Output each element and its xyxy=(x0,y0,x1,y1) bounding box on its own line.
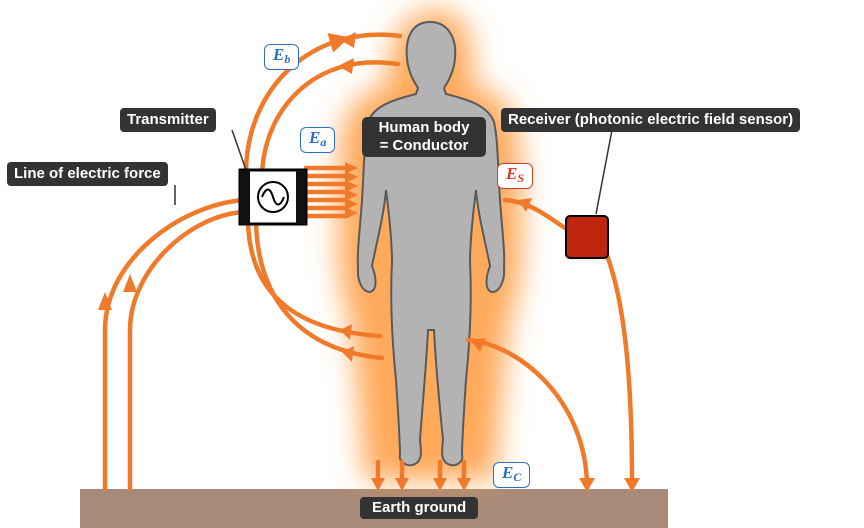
arrow-ea-2 xyxy=(345,171,358,183)
field-ea-sub: a xyxy=(320,135,327,149)
field-ea-badge: Ea xyxy=(300,127,336,153)
field-eb-badge: Eb xyxy=(264,44,300,70)
field-line-outer-1 xyxy=(102,197,247,492)
field-ea-main: E xyxy=(309,128,321,147)
arrow-outer-2 xyxy=(123,274,137,292)
arrow-eb-2 xyxy=(338,58,354,74)
leader-lines xyxy=(174,129,613,215)
field-line-eb-2 xyxy=(259,60,401,181)
field-line-body-right xyxy=(465,337,590,487)
human-body-label-line1: Human body xyxy=(378,119,470,136)
arrow-lower-1 xyxy=(340,324,352,340)
arrow-ea-3 xyxy=(345,180,358,192)
field-es-sub: S xyxy=(517,171,525,185)
field-line-es xyxy=(502,197,568,231)
arrow-receiver-ground xyxy=(624,478,640,492)
arrowheads xyxy=(98,32,640,492)
arrow-body-right-ground xyxy=(579,478,595,492)
arrow-ec-3 xyxy=(433,478,447,491)
field-line-receiver-ground xyxy=(602,247,635,487)
transmitter-label: Transmitter xyxy=(120,108,216,132)
field-es-main: E xyxy=(506,164,518,183)
field-eb-main: E xyxy=(273,45,285,64)
arrow-ea-1 xyxy=(345,162,358,174)
earth-ground-label: Earth ground xyxy=(360,497,479,519)
arrow-ec-4 xyxy=(457,478,471,491)
arrow-es xyxy=(518,198,532,212)
leader-transmitter xyxy=(231,129,247,171)
arrow-ec-2 xyxy=(395,478,409,491)
leader-receiver xyxy=(595,129,613,215)
field-line-lower-2 xyxy=(253,219,385,361)
arrow-ea-4 xyxy=(345,189,358,201)
field-line-eb-1 xyxy=(243,32,403,178)
human-body-label-line2: = Conductor xyxy=(379,137,469,154)
field-es-badge: ES xyxy=(497,163,534,189)
transmitter-device xyxy=(238,168,308,226)
field-ec-badge: EC xyxy=(493,462,531,488)
human-body-label: Human body = Conductor xyxy=(362,117,486,157)
line-of-force-label: Line of electric force xyxy=(7,162,168,186)
field-ec-sub: C xyxy=(513,470,522,484)
arrow-outer-1 xyxy=(98,292,112,310)
sensor-box-icon xyxy=(565,215,609,259)
field-ec-main: E xyxy=(502,463,514,482)
field-line-outer-2 xyxy=(127,209,247,492)
arrow-ea-5 xyxy=(345,198,358,210)
arrow-ea-6 xyxy=(345,207,358,219)
arrow-ec-1 xyxy=(371,478,385,491)
arrow-eb-1 xyxy=(340,32,356,48)
arrow-body-right xyxy=(470,338,486,352)
receiver-label: Receiver (photonic electric field sensor… xyxy=(501,108,801,132)
field-eb-sub: b xyxy=(284,52,291,66)
field-lines xyxy=(102,32,635,492)
arrow-lower-2 xyxy=(342,346,354,362)
